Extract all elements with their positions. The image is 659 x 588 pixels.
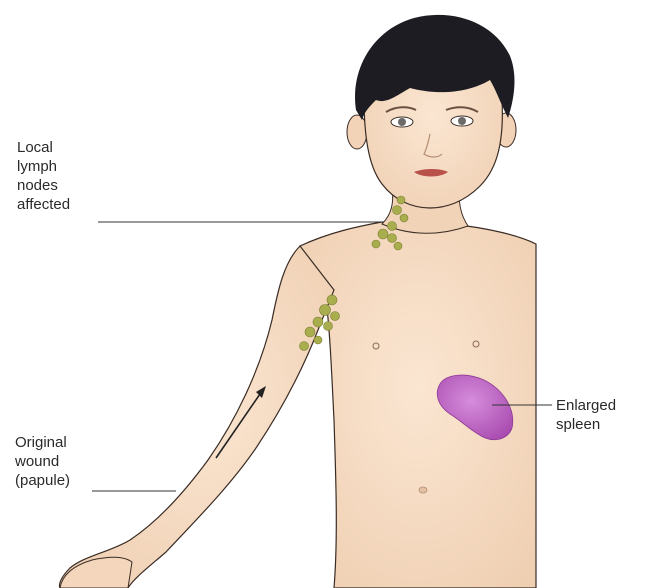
label-lymph-nodes: Local lymph nodes affected bbox=[17, 138, 107, 214]
ear-left bbox=[347, 115, 367, 149]
label-original-wound: Original wound (papule) bbox=[15, 433, 105, 490]
hand bbox=[60, 557, 132, 588]
pupil-right bbox=[458, 117, 466, 125]
pupil-left bbox=[398, 118, 406, 126]
label-enlarged-spleen: Enlarged spleen bbox=[556, 396, 656, 434]
navel bbox=[419, 487, 427, 493]
arm bbox=[59, 246, 334, 588]
